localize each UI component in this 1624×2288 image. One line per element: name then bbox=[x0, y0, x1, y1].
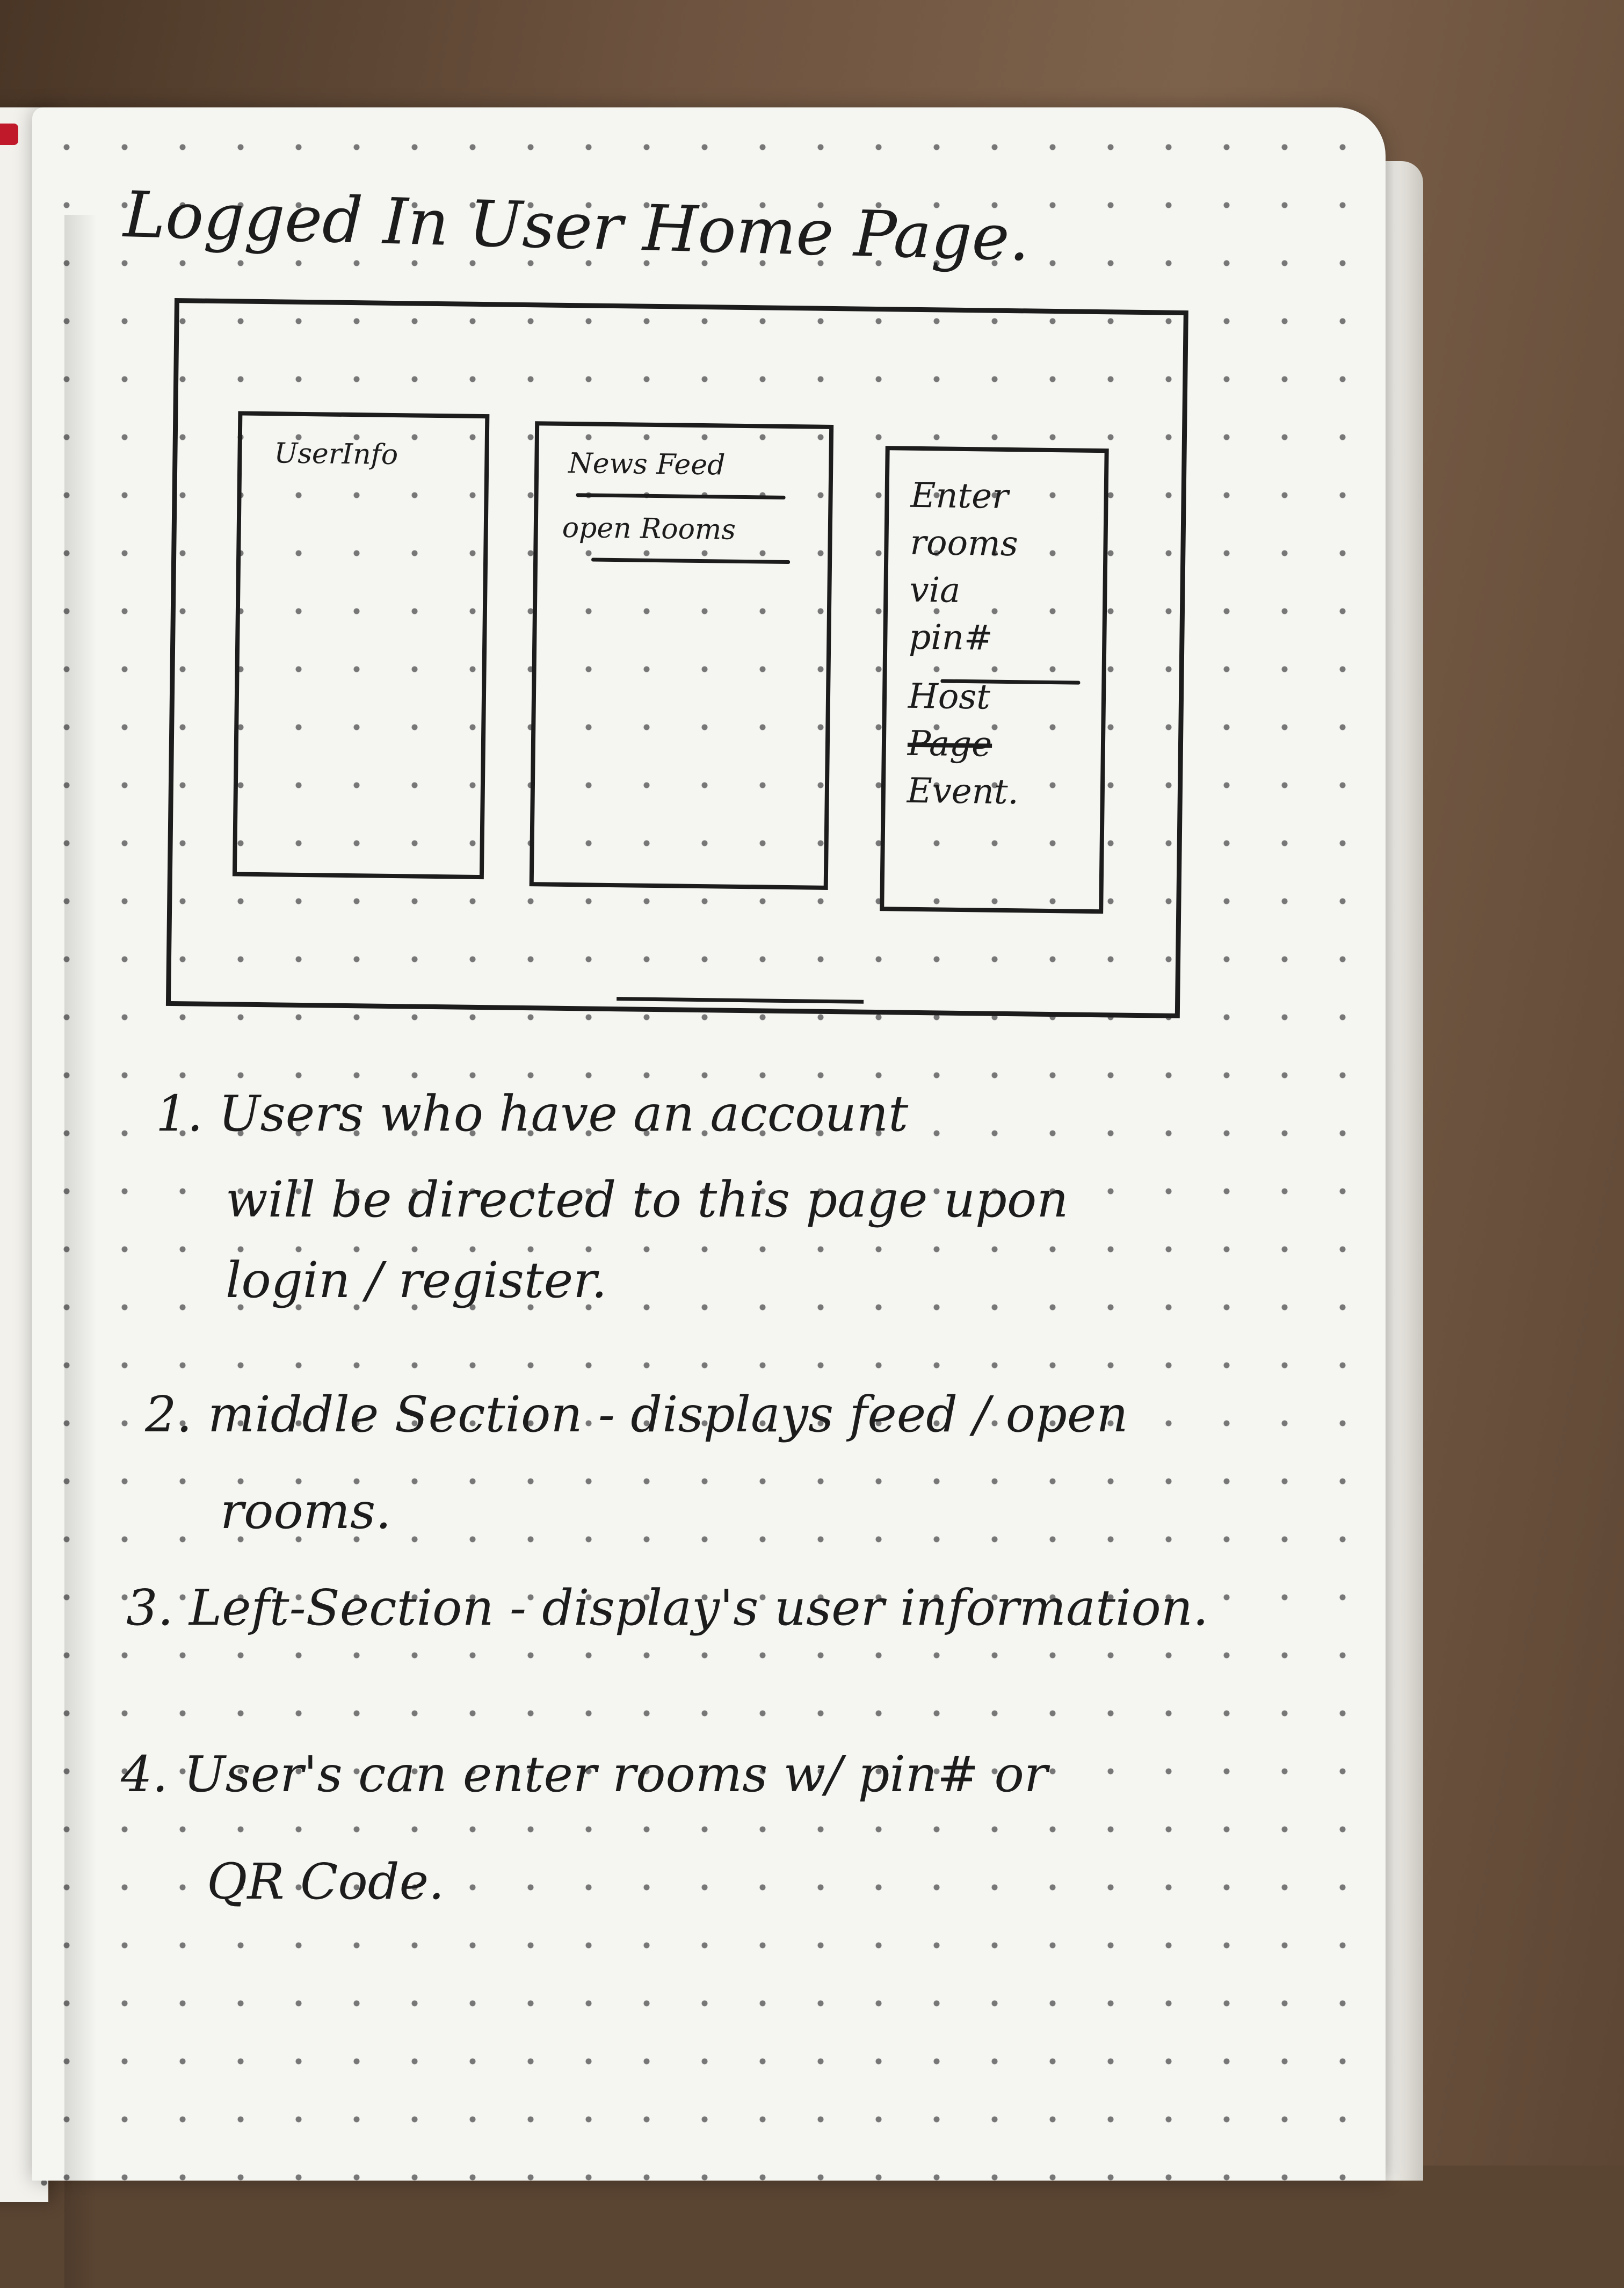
note-4-line-2: QR Code. bbox=[207, 1853, 445, 1910]
right-line-rooms: rooms bbox=[910, 523, 1019, 564]
notebook-page bbox=[32, 107, 1386, 2288]
rooms-underline bbox=[591, 557, 791, 564]
right-line-enter: Enter bbox=[910, 475, 1009, 517]
right-line-struck-page: Page bbox=[907, 723, 992, 765]
right-section-text: Enter rooms via pin# Host Page Event. bbox=[907, 472, 1023, 816]
left-section-label: UserInfo bbox=[274, 437, 398, 472]
note-4-line-1: 4. User's can enter rooms w/ pin# or bbox=[121, 1746, 1048, 1803]
frame-bottom-mark bbox=[617, 997, 864, 1004]
middle-section-label-rooms: open Rooms bbox=[562, 511, 736, 546]
right-line-pin: pin# bbox=[908, 617, 994, 658]
note-3-line-1: 3. Left-Section - display's user informa… bbox=[126, 1579, 1209, 1637]
note-1-line-1: 1. Users who have an account bbox=[156, 1085, 909, 1142]
feed-underline bbox=[576, 493, 786, 499]
right-line-event: Event. bbox=[907, 771, 1019, 813]
bookmark-ribbon bbox=[0, 124, 18, 145]
wireframe-browser-frame: UserInfo News Feed open Rooms Enter room… bbox=[165, 298, 1188, 1018]
wireframe-left-section: UserInfo bbox=[232, 411, 490, 880]
right-line-via: via bbox=[909, 570, 961, 611]
note-2-line-1: 2. middle Section - displays feed / open bbox=[145, 1386, 1128, 1443]
wireframe-right-section: Enter rooms via pin# Host Page Event. bbox=[880, 446, 1109, 914]
page-spine-shadow bbox=[64, 215, 97, 2288]
note-1-line-3: login / register. bbox=[226, 1251, 607, 1309]
note-2-line-2: rooms. bbox=[220, 1482, 392, 1540]
note-1-line-2: will be directed to this page upon bbox=[226, 1171, 1069, 1228]
middle-section-label-feed: News Feed bbox=[568, 447, 726, 482]
wireframe-middle-section: News Feed open Rooms bbox=[529, 421, 834, 890]
